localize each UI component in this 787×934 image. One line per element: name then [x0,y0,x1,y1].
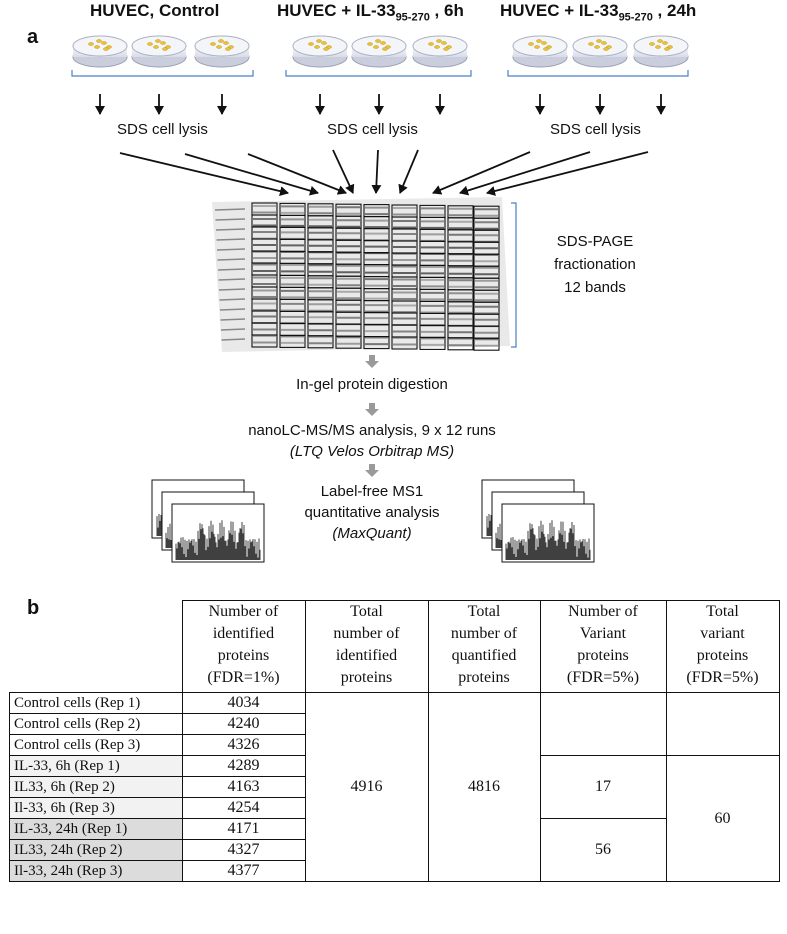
table-row: IL33, 6h (Rep 2) 4163 [9,776,780,798]
step-quant-1: Label-free MS1 [320,483,424,500]
gel-band-box [251,334,278,348]
identified-cell: 4289 [181,755,306,777]
petri-dish-icon [72,35,128,68]
identified-cell: 4240 [181,713,306,735]
step-digestion: In-gel protein digestion [296,376,448,393]
lysis-label-6h: SDS cell lysis [327,121,418,138]
table-row: Il-33, 6h (Rep 3) 4254 [9,797,780,819]
ms-spectrum [501,503,595,563]
row-label: IL-33, 6h (Rep 1) [9,755,183,777]
total-variant-control-cell [665,692,780,756]
petri-dish-icon [512,35,568,68]
petri-dish-icon [292,35,348,68]
table-row: IL33, 24h (Rep 2) 4327 [9,839,780,861]
table-row: IL-33, 6h (Rep 1) 4289 17 60 [9,755,780,882]
table-row: IL-33, 24h (Rep 1) 4171 56 [9,818,780,882]
row-label: IL33, 24h (Rep 2) [9,839,183,861]
condition-title-6h: HUVEC + IL-3395-270 , 6h [277,1,464,24]
total-identified-cell: 4916 [304,692,429,882]
process-arrows [365,355,379,477]
row-label: Il-33, 24h (Rep 3) [9,860,183,882]
table-corner [9,600,183,693]
identified-cell: 4326 [181,734,306,756]
gel-bracket [511,202,517,348]
lysis-label-control: SDS cell lysis [117,121,208,138]
petri-dish-icon [412,35,468,68]
identified-cell: 4163 [181,776,306,798]
petri-dish-icon [351,35,407,68]
ms-spectrum [171,503,265,563]
table-row: Control cells (Rep 2) 4240 [9,713,780,735]
condition-title-control: HUVEC, Control [90,1,220,20]
gel-band-box [363,336,390,350]
gel-band-box [335,335,362,349]
down-arrows [95,94,666,115]
identified-cell: 4254 [181,797,306,819]
petri-dishes [72,35,689,68]
gel-label: SDS-PAGE fractionation 12 bands [554,233,636,296]
step-instrument: (LTQ Velos Orbitrap MS) [289,443,455,460]
petri-dish-icon [633,35,689,68]
table-row: Control cells (Rep 1) 4034 4916 4816 [9,692,780,882]
step-lcms: nanoLC-MS/MS analysis, 9 x 12 runs [248,422,496,439]
identified-cell: 4171 [181,818,306,840]
row-label: IL33, 6h (Rep 2) [9,776,183,798]
group-brackets [71,70,689,77]
gel-band-box [279,334,306,348]
row-label: Control cells (Rep 2) [9,713,183,735]
row-label: Control cells (Rep 3) [9,734,183,756]
row-label: Il-33, 6h (Rep 3) [9,797,183,819]
gel-band-box [307,335,334,349]
variant-24h-cell: 56 [539,818,667,882]
identified-cell: 4327 [181,839,306,861]
workflow-diagram [71,35,689,563]
row-label: IL-33, 24h (Rep 1) [9,818,183,840]
variant-control-cell [539,692,667,756]
variant-6h-cell: 17 [539,755,667,819]
table-row: Control cells (Rep 3) 4326 [9,734,780,756]
gel-band-box [419,336,446,350]
petri-dish-icon [194,35,250,68]
ms-spectra-right [481,479,595,563]
condition-title-24h: HUVEC + IL-3395-270 , 24h [500,1,697,24]
total-variant-cell: 60 [665,755,780,882]
sds-page-gel [212,197,510,352]
converging-arrows [119,149,649,197]
total-quantified-cell: 4816 [427,692,541,882]
petri-dish-icon [572,35,628,68]
ms-spectra-left [151,479,265,563]
lysis-label-24h: SDS cell lysis [550,121,641,138]
step-quant-2: quantitative analysis [304,504,440,521]
gel-band-box [473,337,500,351]
panel-a-letter: a [27,26,39,48]
row-label: Control cells (Rep 1) [9,692,183,714]
identified-cell: 4034 [181,692,306,714]
petri-dish-icon [131,35,187,68]
gel-band-box [447,337,474,351]
identified-cell: 4377 [181,860,306,882]
table-row: Il-33, 24h (Rep 3) 4377 [9,860,780,882]
gel-band-box [391,336,418,350]
step-software: (MaxQuant) [332,525,412,542]
